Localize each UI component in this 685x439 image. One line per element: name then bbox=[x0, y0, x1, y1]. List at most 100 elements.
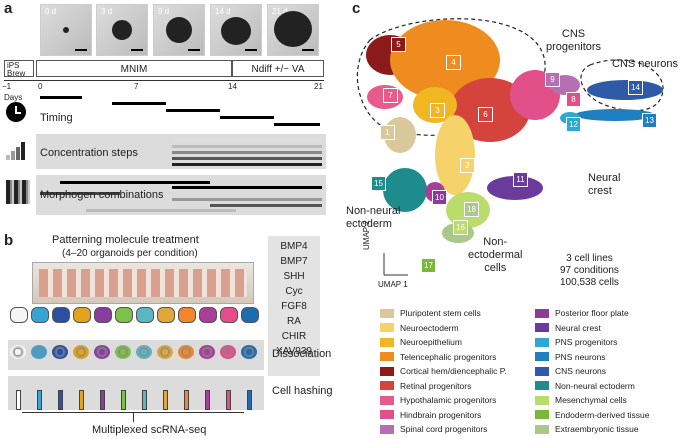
cluster-number: 9 bbox=[545, 72, 560, 87]
row-label-morphogen: Morphogen combinations bbox=[40, 189, 164, 201]
image-day-label: 9 d bbox=[158, 7, 170, 16]
dissociated-cells bbox=[31, 345, 47, 359]
panel-a-letter: a bbox=[4, 0, 13, 17]
well-plate bbox=[32, 262, 254, 304]
row-label-timing: Timing bbox=[40, 112, 73, 124]
cluster-number: 11 bbox=[513, 172, 528, 187]
days-axis-line bbox=[4, 80, 324, 81]
legend-swatch bbox=[535, 395, 549, 405]
treatment-title: Patterning molecule treatment bbox=[52, 234, 199, 246]
cluster-number: 3 bbox=[430, 103, 445, 118]
legend-swatch bbox=[535, 308, 549, 318]
clock-icon bbox=[6, 102, 26, 122]
legend-item: PNS neurons bbox=[535, 352, 606, 362]
image-day-label: 14 d bbox=[215, 7, 231, 16]
dissociated-cells bbox=[94, 345, 110, 359]
legend-swatch bbox=[380, 424, 394, 434]
legend-swatch bbox=[535, 381, 549, 390]
image-day-label: 3 d bbox=[101, 7, 113, 16]
dissociated-cells bbox=[220, 345, 236, 359]
molecule: RA bbox=[287, 316, 301, 327]
hashtag-antibody bbox=[100, 390, 105, 410]
image-day14: 14 d bbox=[210, 4, 262, 56]
dissociated-cells bbox=[157, 345, 173, 359]
organoid bbox=[52, 307, 70, 323]
legend-swatch bbox=[535, 424, 549, 434]
legend-swatch bbox=[535, 337, 549, 347]
hashtag-antibody bbox=[205, 390, 210, 410]
combination-icon bbox=[6, 180, 30, 204]
legend-swatch bbox=[380, 381, 394, 390]
legend-label: Neuroepithelium bbox=[400, 337, 462, 347]
dissociated-cells bbox=[199, 345, 215, 359]
legend-swatch bbox=[535, 323, 549, 332]
legend-label: Neuroectoderm bbox=[400, 322, 459, 333]
days-label: Days bbox=[4, 93, 23, 102]
image-day3: 3 d bbox=[96, 4, 148, 56]
cluster-number: 15 bbox=[371, 176, 386, 191]
legend-item: Extraembryonic tissue bbox=[535, 424, 639, 434]
legend-item: Neuroepithelium bbox=[380, 337, 462, 347]
image-day-label: 0 d bbox=[45, 7, 57, 16]
legend-item: Endoderm-derived tissue bbox=[535, 410, 650, 420]
dissociated-row bbox=[10, 345, 260, 363]
dissociated-cells bbox=[73, 345, 89, 359]
hashtag-antibody bbox=[16, 390, 21, 410]
label-non-ectodermal: Non- ectodermal cells bbox=[468, 236, 523, 274]
organoid bbox=[115, 307, 133, 323]
legend-item: Hypothalamic progenitors bbox=[380, 395, 496, 405]
hashtag-antibody bbox=[226, 390, 231, 410]
cluster-number: 16 bbox=[453, 220, 468, 235]
hashtag-antibody bbox=[163, 390, 168, 410]
panel-b-letter: b bbox=[4, 232, 14, 249]
cluster-number: 4 bbox=[446, 55, 461, 70]
dissociated-cells bbox=[178, 345, 194, 359]
hashtag-antibody bbox=[79, 390, 84, 410]
label-cns-neurons: CNS neurons bbox=[612, 58, 679, 70]
hashtag-antibody bbox=[121, 390, 126, 410]
hashtag-antibody bbox=[37, 390, 42, 410]
legend-swatch bbox=[380, 410, 394, 419]
molecule: SHH bbox=[283, 271, 305, 282]
organoid bbox=[31, 307, 49, 323]
legend-label: Hindbrain progenitors bbox=[400, 409, 482, 420]
legend-swatch bbox=[535, 352, 549, 361]
cluster-number: 1 bbox=[380, 125, 395, 140]
legend-swatch bbox=[380, 395, 394, 405]
image-day0: 0 d bbox=[40, 4, 92, 56]
cluster-number: 13 bbox=[642, 113, 657, 128]
legend-item: CNS neurons bbox=[535, 366, 606, 376]
hashing-band bbox=[8, 376, 264, 410]
legend-label: Pluripotent stem cells bbox=[400, 308, 481, 318]
legend-item: Pluripotent stem cells bbox=[380, 308, 481, 318]
cluster-number: 2 bbox=[460, 158, 475, 173]
organoid bbox=[199, 307, 217, 323]
legend-item: Telencephalic progenitors bbox=[380, 352, 496, 362]
dissociation-label: Dissociation bbox=[272, 348, 332, 360]
legend-swatch bbox=[380, 337, 394, 347]
legend-swatch bbox=[380, 366, 394, 376]
output-label: Multiplexed scRNA-seq bbox=[92, 424, 207, 436]
legend-item: Neuroectoderm bbox=[380, 323, 459, 333]
legend-item: Non-neural ectoderm bbox=[535, 381, 635, 391]
legend-swatch bbox=[380, 308, 394, 318]
molecule: BMP7 bbox=[280, 256, 308, 267]
legend-label: Extraembryonic tissue bbox=[555, 424, 639, 434]
molecule-list: BMP4 BMP7 SHH Cyc FGF8 RA CHIR XAV939 bbox=[268, 236, 320, 376]
legend-label: Cortical hem/diencephalic P. bbox=[400, 366, 507, 376]
hashtag-antibody bbox=[247, 390, 252, 410]
merge-arrow bbox=[133, 412, 134, 422]
media-ndiff: Ndiff +/− VA bbox=[232, 60, 324, 77]
image-day21: 21 d bbox=[267, 4, 319, 56]
timing-segment bbox=[274, 123, 320, 126]
legend-label: Mesenchymal cells bbox=[555, 395, 627, 405]
media-mnim: MNIM bbox=[36, 60, 232, 77]
molecule: XAV939 bbox=[276, 346, 312, 357]
legend-swatch bbox=[535, 366, 549, 376]
organoid-row bbox=[10, 307, 260, 325]
tick-label: −1 bbox=[2, 82, 12, 91]
cluster-number: 7 bbox=[383, 88, 398, 103]
timing-segment bbox=[166, 109, 220, 112]
organoid bbox=[157, 307, 175, 323]
legend-item: Hindbrain progenitors bbox=[380, 410, 481, 420]
